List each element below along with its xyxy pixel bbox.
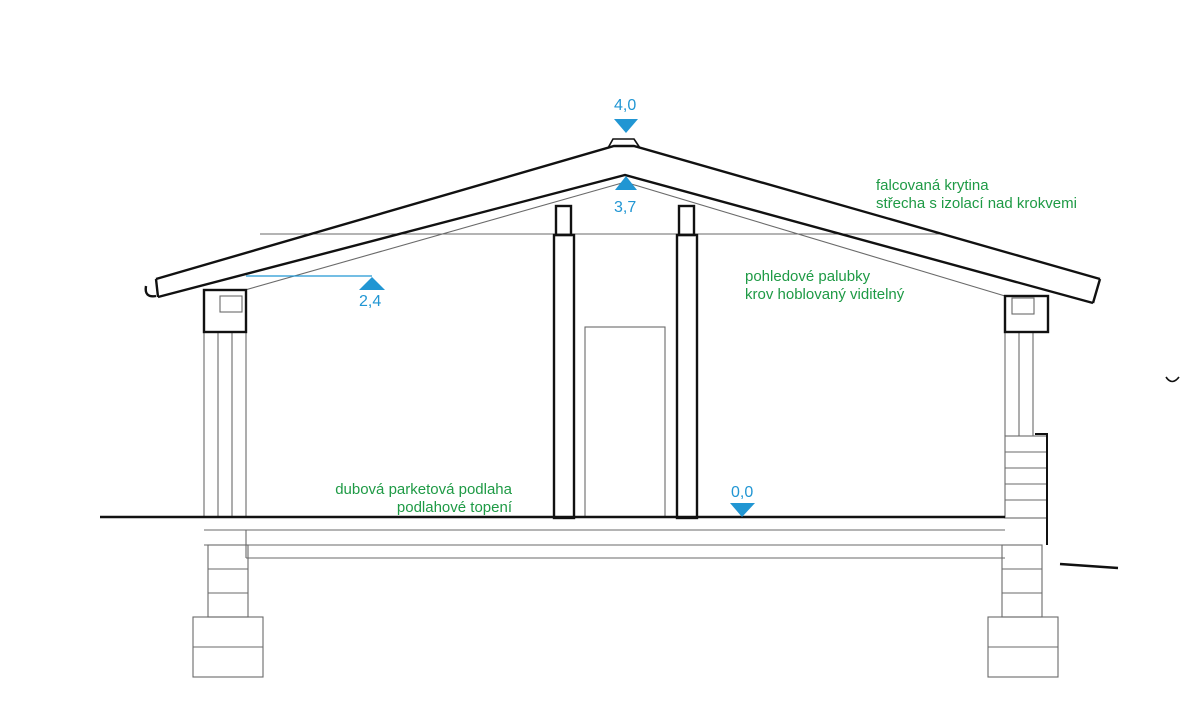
partition-post-right — [675, 233, 699, 520]
roof-outer-line — [155, 144, 1101, 281]
right-terrain-line — [1059, 562, 1119, 570]
post-top-left — [554, 204, 573, 237]
ridge-level-label: 4,0 — [614, 97, 637, 114]
floor-note-line2: podlahové topení — [396, 499, 512, 516]
left-eave-end — [154, 278, 160, 298]
door-opening — [584, 326, 666, 518]
right-wall-plate — [1003, 294, 1050, 334]
ceiling-board-right — [627, 182, 1006, 297]
thick-lines — [100, 138, 1180, 570]
left-gutter — [144, 285, 157, 298]
right-eave-end — [1091, 278, 1102, 304]
roof-note-line2: střecha s izolací nad krokvemi — [876, 195, 1077, 212]
level-markers — [359, 119, 755, 517]
triangle-up-icon — [615, 176, 637, 190]
eaves-level-label: 2,4 — [359, 293, 382, 310]
right-facade-edge — [1035, 433, 1048, 545]
floor-note-line1: dubová parketová podlaha — [335, 481, 512, 498]
left-foundation-wall — [207, 544, 249, 618]
ceiling-level-label: 3,7 — [614, 199, 637, 216]
post-top-right — [677, 204, 696, 237]
right-foundation-wall — [1001, 544, 1043, 618]
triangle-down-icon — [730, 503, 755, 517]
triangle-up-icon — [359, 277, 385, 290]
triangle-down-icon — [614, 119, 638, 133]
ridge-cap — [607, 138, 641, 149]
right-lower-wall — [1004, 435, 1048, 519]
ceiling-note-line1: pohledové palubky — [745, 268, 871, 285]
partition-post-left — [552, 233, 576, 520]
floor-level-label: 0,0 — [731, 484, 754, 501]
left-wall-plate — [202, 288, 248, 334]
ceiling-note-line2: krov hoblovaný viditelný — [745, 286, 905, 303]
right-plate-detail — [1011, 297, 1035, 315]
roof-note-line1: falcovaná krytina — [876, 177, 989, 194]
left-plate-detail — [219, 295, 243, 313]
ceiling-board-left — [244, 182, 623, 291]
right-gutter-mark — [1165, 376, 1180, 383]
roof-inner-line — [157, 173, 1094, 305]
